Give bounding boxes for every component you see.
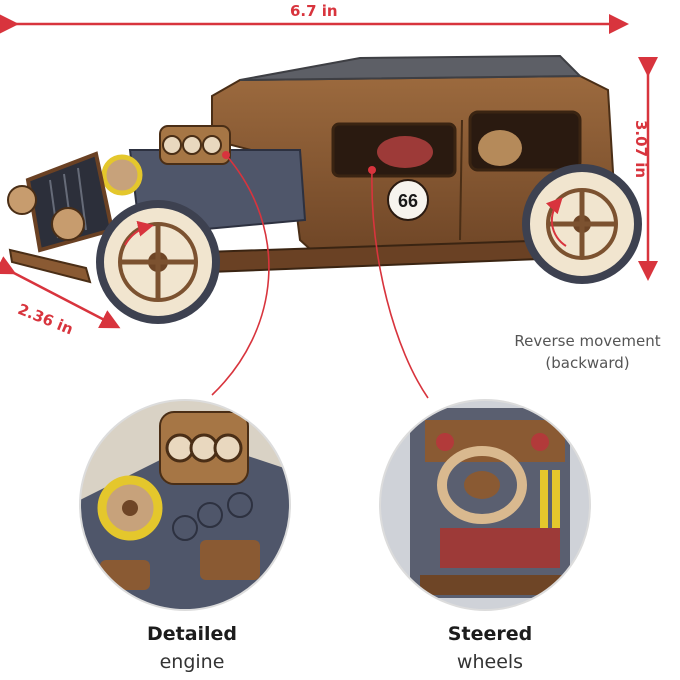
wheels-detail-image	[380, 400, 590, 610]
wheels-caption: Steered wheels	[390, 620, 590, 676]
rear-wheel	[522, 164, 642, 284]
reverse-note-line1: Reverse movement	[514, 332, 661, 350]
engine-caption: Detailed engine	[92, 620, 292, 676]
reverse-note-line2: (backward)	[545, 354, 630, 372]
wheels-caption-subtitle: wheels	[456, 651, 524, 673]
wheels-callout-line	[371, 169, 429, 399]
front-wheel	[96, 200, 220, 324]
height-label: 3.07 in	[632, 120, 650, 179]
wheels-caption-title: Steered	[447, 623, 533, 645]
engine-caption-subtitle: engine	[159, 651, 225, 673]
engine-callout-line	[211, 154, 270, 396]
badge-number: 66	[398, 191, 418, 211]
depth-arrow	[0, 256, 121, 329]
engine-caption-title: Detailed	[146, 623, 238, 645]
reverse-note: Reverse movement (backward)	[500, 330, 675, 374]
engine-detail-image	[80, 400, 290, 610]
width-label: 6.7 in	[290, 2, 338, 20]
